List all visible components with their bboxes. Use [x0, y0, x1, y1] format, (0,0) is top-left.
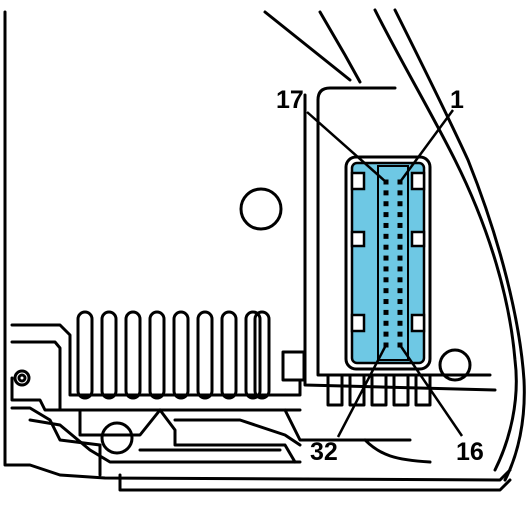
connector — [344, 155, 432, 371]
connector-insert — [350, 161, 426, 365]
leader-lines — [306, 109, 464, 438]
mounting-hole — [239, 187, 283, 231]
top-bracket — [263, 8, 526, 482]
pin-label-16: 16 — [456, 438, 484, 466]
connector-pin — [383, 288, 389, 294]
connector-pin — [397, 309, 403, 315]
pin-label-1: 1 — [450, 86, 464, 114]
connector-pin — [383, 212, 389, 218]
connector-pin — [397, 266, 403, 272]
housing-inner-outline — [316, 98, 492, 377]
connector-pin — [383, 309, 389, 315]
pin-label-32: 32 — [310, 438, 338, 466]
connector-pin — [383, 244, 389, 250]
small-square — [281, 350, 306, 382]
mounting-plate — [10, 323, 512, 492]
connector-pin — [383, 299, 389, 305]
connector-pin — [397, 201, 403, 207]
connector-pin — [397, 288, 403, 294]
mounting-hole — [438, 348, 472, 382]
connector-pin — [397, 299, 403, 305]
connector-pin — [397, 233, 403, 239]
connector-pin — [397, 277, 403, 283]
screw-head — [13, 369, 31, 387]
heat-sink — [76, 310, 271, 400]
connector-pin — [383, 222, 389, 228]
connector-pin — [383, 277, 389, 283]
connector-pin — [397, 222, 403, 228]
connector-pin — [383, 201, 389, 207]
connector-pin — [383, 266, 389, 272]
vent-slots — [326, 373, 432, 407]
connector-pin — [383, 190, 389, 196]
connector-pin — [383, 233, 389, 239]
connector-pin — [397, 244, 403, 250]
connector-pin — [383, 255, 389, 261]
connector-pin — [383, 331, 389, 337]
connector-pin — [397, 331, 403, 337]
housing-outline — [3, 10, 512, 482]
pin-label-17: 17 — [276, 86, 304, 114]
mounting-hole — [100, 421, 134, 455]
connector-pin — [397, 255, 403, 261]
connector-pin — [397, 212, 403, 218]
connector-pin — [397, 320, 403, 326]
connector-pin — [397, 190, 403, 196]
connector-pin — [383, 320, 389, 326]
